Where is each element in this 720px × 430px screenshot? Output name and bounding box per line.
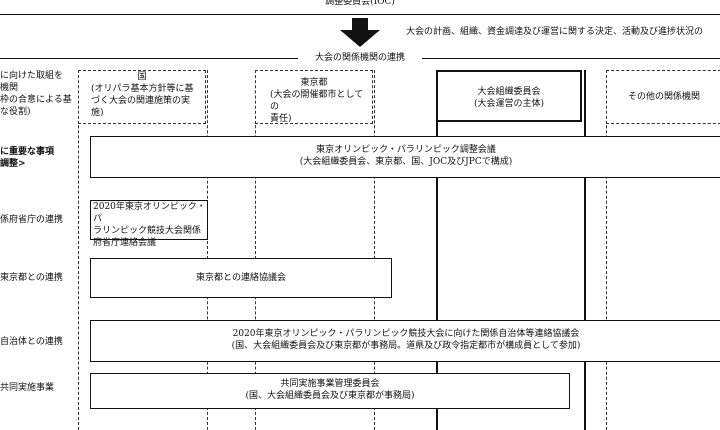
column-others-header: その他の関係機関 [606,70,720,124]
joint-mgmt-desc: (国、大会組織委員会及び東京都が事務局) [245,391,415,401]
kuni-desc-2: づく大会の関連施策の実 [91,96,191,106]
ministries-box: 2020年東京オリンピック・パ ラリンピック競技大会関係 府省庁連絡会議 [90,200,208,248]
left-intro-1: に向けた取組を [0,71,64,81]
others-title: その他の関係機関 [627,92,700,102]
local-gov-desc: (国、大会組織委員会及び東京都が事務局。道県及び政令指定都市が構成員として参加) [231,341,581,351]
left-important-2: 調整> [0,159,26,169]
committee-desc: (大会運営の主体) [473,99,545,109]
tokyo-liaison-box: 東京都との連絡協議会 [90,258,392,298]
joint-mgmt-box: 共同実施事業管理委員会 (国、大会組織委員会及び東京都が事務局) [90,373,570,409]
kuni-title: 国 [137,72,147,82]
ministries-line-3: 府省庁連絡会議 [93,238,157,248]
left-label-important: に重要な事項 調整> [0,146,54,170]
kuni-desc-3: 施) [91,108,104,118]
tokyo-desc-2: 責任) [270,114,292,124]
column-tokyo-header: 東京都 (大会の開催都市としての 責任) [255,70,373,124]
council-title: 東京オリンピック・パラリンピック調整会議 [316,145,496,155]
column-committee-frame [436,70,586,430]
joint-mgmt-title: 共同実施事業管理委員会 [280,379,380,389]
column-committee-header: 大会組織委員会 (大会運営の主体) [436,70,582,122]
column-tokyo-frame [255,70,375,430]
left-important-1: に重要な事項 [0,147,55,157]
column-others-frame [606,70,720,430]
section-title: 大会の関係機関の連携 [298,52,422,64]
ministries-line-1: 2020年東京オリンピック・パ [93,202,206,224]
left-intro-3: 枠の合意による基 [0,95,72,105]
local-gov-box: 2020年東京オリンピック・パラリンピック競技大会に向けた関係自治体等連絡協議会… [90,320,720,362]
local-gov-title: 2020年東京オリンピック・パラリンピック競技大会に向けた関係自治体等連絡協議会 [232,329,580,339]
left-intro-2: 機関 [0,83,19,93]
left-label-intro: に向けた取組を 機関 枠の合意による基 な役割) [0,70,72,118]
left-label-ministries: 係府省庁の連携 [0,215,64,225]
ministries-line-2: ラリンピック競技大会関係 [93,226,202,236]
ioc-title: 調整委員会(IOC) [325,0,395,7]
down-arrow-icon [340,18,380,47]
left-label-joint: 共同実施事業 [0,383,55,393]
arrow-caption: 大会の計画、組織、資金調達及び運営に関する決定、活動及び進捗状況の [406,27,704,37]
council-box: 東京オリンピック・パラリンピック調整会議 (大会組織委員会、東京都、国、JOC及… [90,136,720,178]
tokyo-desc-1: (大会の開催都市としての [270,90,364,112]
left-label-local: 自治体との連携 [0,337,63,347]
tokyo-title: 東京都 [300,78,328,88]
top-divider [0,14,720,15]
committee-title: 大会組織委員会 [477,87,541,97]
column-kuni-frame [78,70,208,430]
column-kuni-header: 国 (オリパラ基本方針等に基 づく大会の関連施策の実 施) [78,70,206,124]
left-intro-4: な役割) [0,107,31,117]
kuni-desc-1: (オリパラ基本方針等に基 [91,84,194,94]
council-members: (大会組織委員会、東京都、国、JOC及びJPCで構成) [299,157,513,167]
left-label-tokyo: 東京都との連携 [0,273,63,283]
